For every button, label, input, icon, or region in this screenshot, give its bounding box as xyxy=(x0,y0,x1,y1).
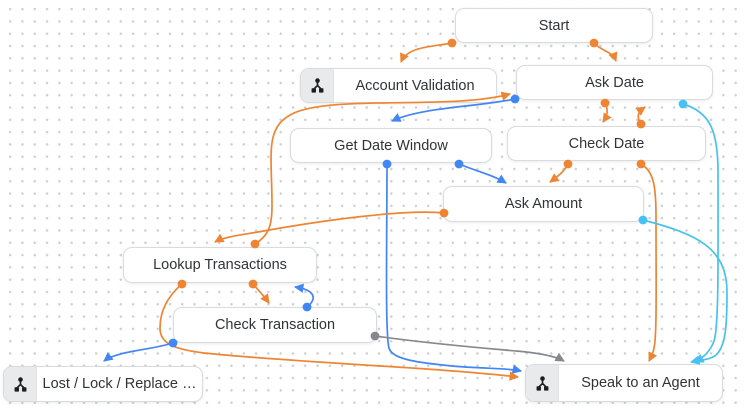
flow-icon xyxy=(14,376,26,392)
node-lookup-transactions[interactable]: Lookup Transactions xyxy=(123,247,317,283)
node-label: Check Date xyxy=(568,135,645,152)
edge-ask-date-to-speak-to-agent xyxy=(682,103,719,363)
edge-source-dot xyxy=(370,331,380,341)
edge-get-date-window-to-speak-to-agent xyxy=(385,163,523,374)
node-label: Speak to an Agent xyxy=(581,375,700,391)
node-speak-to-agent[interactable]: Speak to an Agent xyxy=(525,364,723,402)
node-ask-date[interactable]: Ask Date xyxy=(516,65,713,100)
node-label: Account Validation xyxy=(355,77,475,94)
node-label: Start xyxy=(538,17,570,34)
node-label: Check Transaction xyxy=(214,317,336,333)
edge-ask-date-to-get-date-window xyxy=(391,98,516,122)
node-lost-lock-replace[interactable]: Lost / Lock / Replace … xyxy=(3,366,203,402)
edge-start-to-account-validation xyxy=(400,42,453,63)
edge-check-transaction-to-lost-lock-replace xyxy=(103,342,174,362)
node-check-date[interactable]: Check Date xyxy=(507,126,706,161)
edge-source-dot xyxy=(636,159,646,169)
node-label: Lookup Transactions xyxy=(153,257,287,273)
edge-source-dot xyxy=(250,239,260,249)
edge-source-dot xyxy=(510,94,520,104)
node-ask-amount[interactable]: Ask Amount xyxy=(443,186,644,222)
node-account-validation[interactable]: Account Validation xyxy=(300,68,497,103)
flow-icon xyxy=(536,375,548,391)
edge-source-dot xyxy=(454,159,464,169)
edge-source-dot xyxy=(447,38,457,48)
flow-icon xyxy=(311,78,323,93)
edge-check-transaction-to-speak-to-agent xyxy=(374,335,565,362)
node-icon-box xyxy=(301,69,334,102)
edge-source-dot xyxy=(302,302,312,312)
edge-lookup-transactions-to-speak-to-agent xyxy=(159,283,520,381)
node-label: Lost / Lock / Replace … xyxy=(42,376,197,392)
edge-source-dot xyxy=(168,338,178,348)
node-check-transaction[interactable]: Check Transaction xyxy=(173,307,377,343)
edge-get-date-window-to-ask-amount xyxy=(458,163,507,184)
edge-source-dot xyxy=(248,279,258,289)
node-icon-box xyxy=(4,367,37,401)
edge-ask-amount-to-speak-to-agent xyxy=(642,219,728,365)
edge-source-dot xyxy=(636,119,646,129)
node-get-date-window[interactable]: Get Date Window xyxy=(290,128,492,163)
node-label: Get Date Window xyxy=(334,137,448,154)
node-start[interactable]: Start xyxy=(455,8,653,43)
edge-source-dot xyxy=(439,208,449,218)
edge-source-dot xyxy=(600,98,610,108)
edge-source-dot xyxy=(589,38,599,48)
node-label: Ask Date xyxy=(585,74,644,91)
edge-lookup-transactions-to-ask-date xyxy=(254,91,512,245)
edge-source-dot xyxy=(678,99,688,109)
edge-source-dot xyxy=(382,159,392,169)
edge-source-dot xyxy=(563,159,573,169)
edge-source-dot xyxy=(638,215,648,225)
edge-check-date-to-speak-to-agent xyxy=(640,163,658,362)
node-icon-box xyxy=(526,365,559,401)
edge-ask-amount-to-lookup-transactions xyxy=(214,211,445,243)
node-label: Ask Amount xyxy=(504,196,583,212)
edge-source-dot xyxy=(177,279,187,289)
